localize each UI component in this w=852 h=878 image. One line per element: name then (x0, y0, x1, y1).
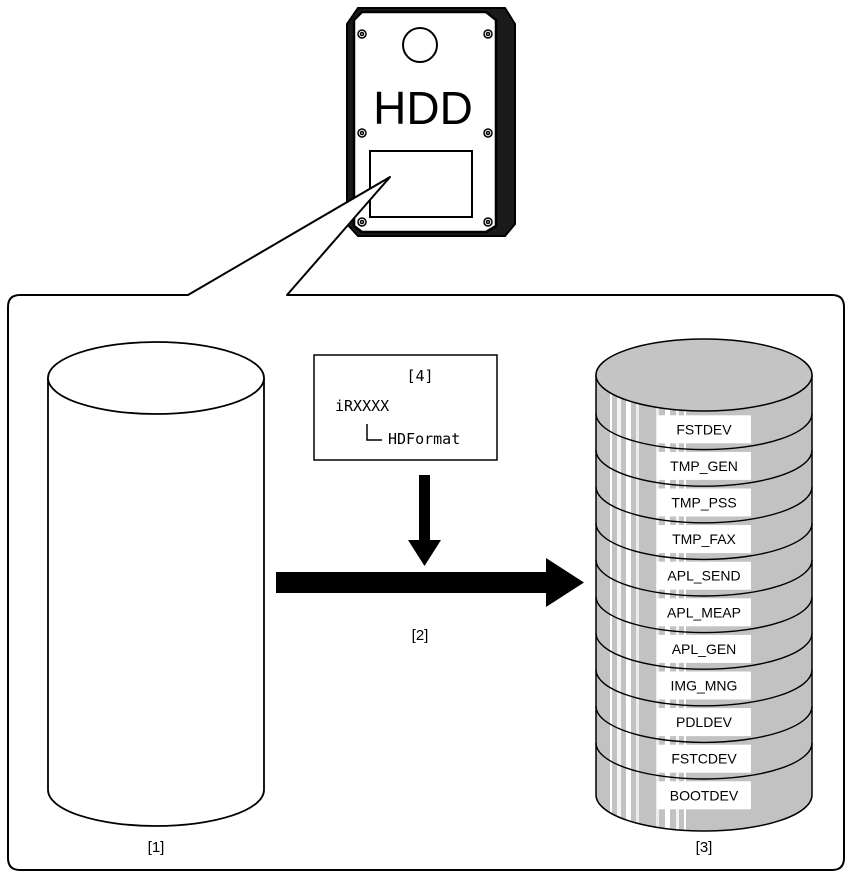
partition-separator (595, 413, 813, 451)
format-arrow (276, 558, 584, 607)
partition-box (657, 671, 751, 700)
menu-box-label: [4] (406, 367, 433, 385)
partition-separator (595, 596, 813, 634)
partition-label: BOOTDEV (670, 787, 739, 803)
partition-label: APL_MEAP (667, 604, 741, 620)
partition-separator (595, 633, 813, 670)
partition-box (657, 415, 751, 444)
partition-separator (595, 706, 813, 744)
disk-top (595, 338, 813, 412)
partition-label: APL_SEND (667, 568, 740, 584)
partition-separator (595, 523, 813, 561)
hdd-label: HDD (373, 82, 473, 134)
partition-separator (595, 450, 813, 487)
source-disk-label: [1] (148, 839, 165, 856)
partition-label: TMP_GEN (670, 458, 738, 474)
down-arrow (408, 475, 441, 566)
format-arrow-label: [2] (412, 627, 429, 644)
partition-separator (595, 559, 813, 597)
partition-separator (595, 669, 813, 707)
menu-root-item: iRXXXX (335, 397, 389, 415)
partition-box (657, 451, 751, 480)
partition-box (657, 744, 751, 773)
partition-box (657, 708, 751, 737)
partition-label: IMG_MNG (671, 678, 738, 694)
menu-child-item: HDFormat (388, 430, 460, 448)
partition-label: PDLDEV (676, 714, 733, 730)
partition-label: FSTCDEV (671, 751, 737, 767)
partition-box (657, 488, 751, 517)
service-mode-menu: [4] iRXXXX HDFormat (313, 354, 498, 461)
formatted-disk-label: [3] (696, 839, 713, 856)
partition-box (657, 634, 751, 663)
tree-branch-icon (366, 424, 382, 441)
unformatted-disk (47, 341, 265, 827)
partition-box (657, 561, 751, 590)
partition-separator (595, 486, 813, 524)
partition-box (657, 525, 751, 554)
formatted-disk: FSTDEV TMP_GEN TMP_PSS TMP_FAX APL_SEND APL_M… (595, 338, 813, 832)
partition-label: TMP_FAX (672, 531, 736, 547)
partition-box (657, 781, 751, 810)
partition-label: FSTDEV (676, 421, 732, 437)
partition-box (657, 598, 751, 627)
partition-label: TMP_PSS (671, 495, 736, 511)
partition-separator (595, 742, 813, 780)
hdd-device: HDD (346, 7, 516, 237)
partition-label: APL_GEN (672, 641, 737, 657)
screw-icon (357, 29, 493, 227)
